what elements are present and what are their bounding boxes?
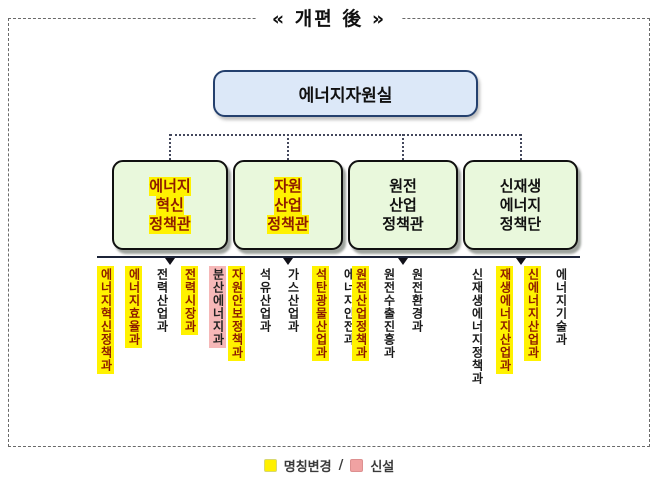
dept-box-title-line: 에너지 (499, 195, 542, 214)
down-arrow-icon (515, 258, 526, 265)
division-column: 신재생에너지정책과 (470, 268, 484, 385)
division-column: 원전수출진흥과 (382, 268, 396, 359)
new-legend-label: 신설 (370, 460, 395, 475)
dept-box-title-line: 혁신 (156, 195, 184, 215)
dept-box-title-line: 자원 (274, 176, 302, 196)
new-legend-chip (350, 459, 364, 472)
division-column: 분산에너지과 (209, 266, 226, 348)
division-column: 원전산업정책과 (352, 266, 369, 361)
division-column: 전력산업과 (155, 268, 169, 333)
division-column: 가스산업과 (286, 268, 300, 333)
dotted-connector-stub-1 (169, 134, 171, 160)
dept-box-title-line: 신재생 (499, 176, 542, 195)
dept-box-title-line: 정책관 (382, 214, 424, 233)
down-arrow-icon (398, 258, 408, 265)
division-column: 석탄광물산업과 (312, 266, 329, 361)
division-column: 원전환경과 (410, 268, 424, 333)
dept-box-title-line: 정책관 (267, 214, 309, 234)
division-column: 자원안보정책과 (228, 266, 245, 361)
legend-separator: / (338, 458, 344, 473)
down-arrow-icon (165, 258, 175, 265)
division-column: 에너지효율과 (125, 266, 142, 348)
renamed-legend-label: 명칭변경 (283, 460, 332, 475)
division-column: 석유산업과 (258, 268, 272, 333)
division-arrow-line (97, 256, 580, 258)
root-box-label: 에너지자원실 (298, 86, 393, 106)
division-column: 재생에너지산업과 (496, 266, 513, 374)
legend: 명칭변경 / 신설 (0, 456, 658, 475)
dept-box-title-line: 정책관 (149, 214, 191, 234)
dept-box-title-line: 원전 (389, 176, 417, 195)
dotted-connector-stub-2 (287, 134, 289, 160)
dotted-connector-stub-3 (402, 134, 404, 160)
root-box: 에너지자원실 (213, 70, 478, 117)
dotted-connector-horizontal (170, 134, 521, 136)
division-column: 에너지기술과 (554, 268, 568, 346)
dept-box-title-line: 산업 (389, 195, 417, 214)
dotted-connector-stub-4 (519, 134, 522, 160)
division-group-1: 에너지혁신정책과 에너지효율과 전력산업과 전력시장과 분산에너지과 (97, 266, 226, 374)
dept-box-title-line: 산업 (274, 195, 302, 215)
diagram-title: « 개편 後 » (255, 4, 403, 31)
dept-box-title-line: 정책단 (499, 214, 542, 233)
division-group-4: 신재생에너지정책과 재생에너지산업과 신에너지산업과 에너지기술과 (468, 266, 569, 387)
division-column: 전력시장과 (181, 266, 198, 335)
division-column: 에너지혁신정책과 (97, 266, 114, 374)
renamed-legend-chip (263, 459, 277, 472)
division-column: 신에너지산업과 (524, 266, 541, 361)
dept-box-title-line: 에너지 (149, 176, 191, 196)
division-group-3: 원전산업정책과 원전수출진흥과 원전환경과 (352, 266, 425, 361)
down-arrow-icon (283, 258, 293, 265)
